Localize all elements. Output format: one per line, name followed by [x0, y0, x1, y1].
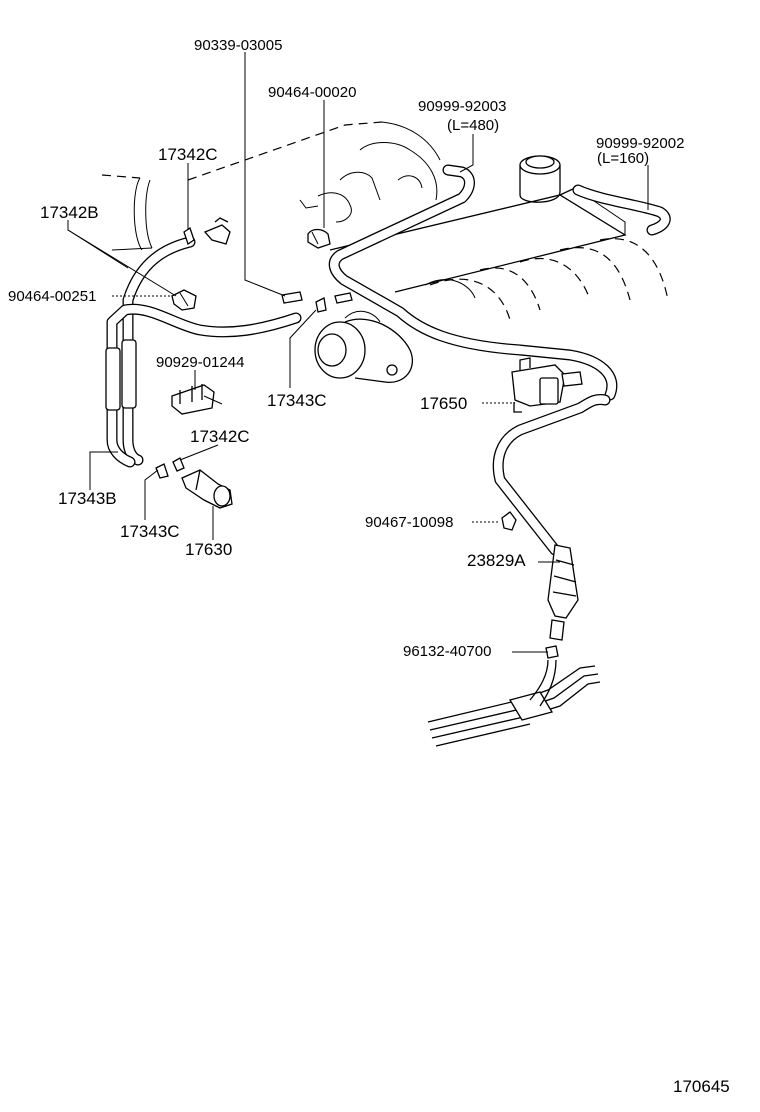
label-90339-03005: 90339-03005: [194, 37, 282, 54]
label-17343C-low: 17343C: [120, 522, 180, 541]
label-17342C-top: 17342C: [158, 145, 218, 164]
label-17343C-mid: 17343C: [267, 391, 327, 410]
label-90464-00251: 90464-00251: [8, 288, 96, 305]
label-90999-92003-length: (L=480): [447, 117, 499, 134]
label-17342C-low: 17342C: [190, 427, 250, 446]
label-96132-40700: 96132-40700: [403, 643, 491, 660]
label-17650: 17650: [420, 394, 467, 413]
part-labels: 90339-03005 90464-00020 90999-92003 (L=4…: [8, 37, 684, 660]
figure-number: 170645: [673, 1077, 730, 1096]
small-parts: [155, 217, 601, 747]
label-90999-92003: 90999-92003: [418, 98, 506, 115]
label-90999-92002: 90999-92002: [596, 135, 684, 152]
label-90464-00020: 90464-00020: [268, 84, 356, 101]
hoses: [105, 164, 671, 556]
label-90467-10098: 90467-10098: [365, 514, 453, 531]
label-90999-92002-length: (L=160): [597, 150, 649, 167]
leader-lines: [67, 52, 649, 653]
label-90929-01244: 90929-01244: [156, 354, 244, 371]
label-17342B: 17342B: [40, 203, 99, 222]
label-23829A: 23829A: [467, 551, 526, 570]
label-17343B: 17343B: [58, 489, 117, 508]
label-17630: 17630: [185, 540, 232, 559]
